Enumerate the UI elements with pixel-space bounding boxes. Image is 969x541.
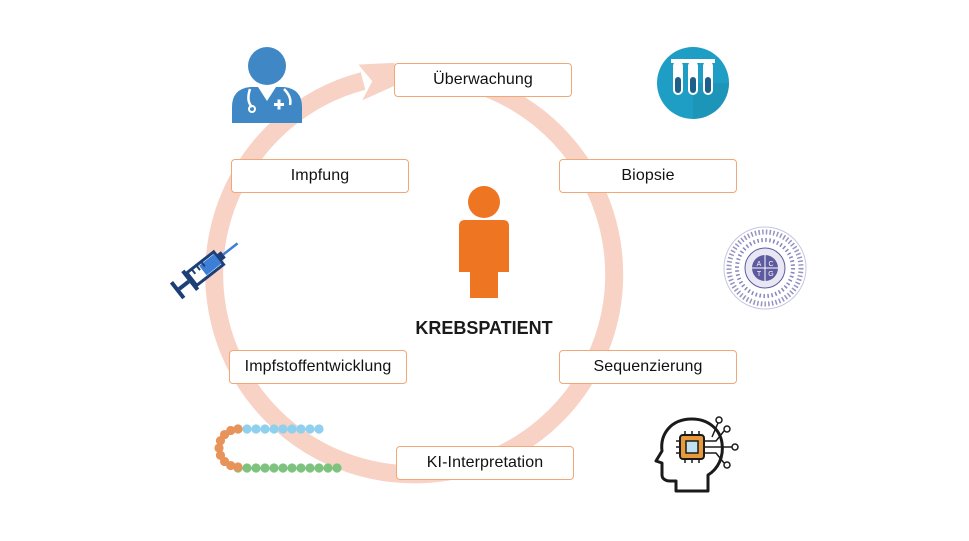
peptide-bead [296, 463, 306, 473]
peptide-bead [215, 436, 226, 446]
step-sequencing-label: Sequenzierung [593, 358, 703, 375]
peptide-bead [305, 424, 315, 434]
ai-brain-head-icon [654, 416, 739, 493]
doctor-icon [232, 47, 302, 123]
peptide-bead [242, 424, 252, 434]
step-biopsy: Biopsie [559, 159, 737, 193]
peptide-bead [251, 463, 261, 473]
step-vaccination-label: Impfung [290, 167, 350, 184]
step-monitoring-label: Überwachung [433, 71, 533, 88]
peptide-bead [251, 424, 261, 434]
step-monitoring: Überwachung [394, 63, 572, 97]
peptide-chain-icon [214, 424, 342, 473]
peptide-bead [226, 460, 236, 471]
peptide-bead [233, 424, 243, 434]
peptide-bead [287, 424, 297, 434]
peptide-bead [214, 443, 224, 453]
step-sequencing: Sequenzierung [559, 350, 737, 384]
peptide-bead [287, 463, 297, 473]
step-ai-interpretation-label: KI-Interpretation [426, 454, 544, 471]
peptide-bead [278, 463, 288, 473]
dna-sequence-wheel-icon: A C T G [723, 226, 807, 310]
step-biopsy-label: Biopsie [621, 167, 675, 184]
test-tubes-icon [657, 47, 729, 119]
patient-icon [459, 186, 509, 298]
dna-letter-g: G [768, 271, 773, 278]
peptide-bead [314, 424, 324, 434]
step-vaccine-development: Impfstoffentwicklung [229, 350, 407, 384]
peptide-bead [296, 424, 306, 434]
dna-letter-a: A [757, 261, 762, 268]
dna-letter-c: C [768, 261, 773, 268]
step-vaccination: Impfung [231, 159, 409, 193]
peptide-bead [233, 462, 243, 472]
step-vaccine-development-label: Impfstoffentwicklung [244, 358, 392, 375]
syringe-icon [169, 242, 239, 300]
peptide-bead [278, 424, 288, 434]
peptide-bead [269, 463, 279, 473]
peptide-bead [305, 463, 315, 473]
peptide-bead [314, 463, 324, 473]
center-label: KREBSPATIENT [415, 318, 553, 338]
peptide-bead [332, 463, 342, 473]
peptide-bead [269, 424, 279, 434]
peptide-bead [260, 424, 270, 434]
peptide-bead [260, 463, 270, 473]
step-ai-interpretation: KI-Interpretation [396, 446, 574, 480]
peptide-bead [323, 463, 333, 473]
peptide-bead [242, 463, 252, 473]
dna-letter-t: T [757, 271, 762, 278]
